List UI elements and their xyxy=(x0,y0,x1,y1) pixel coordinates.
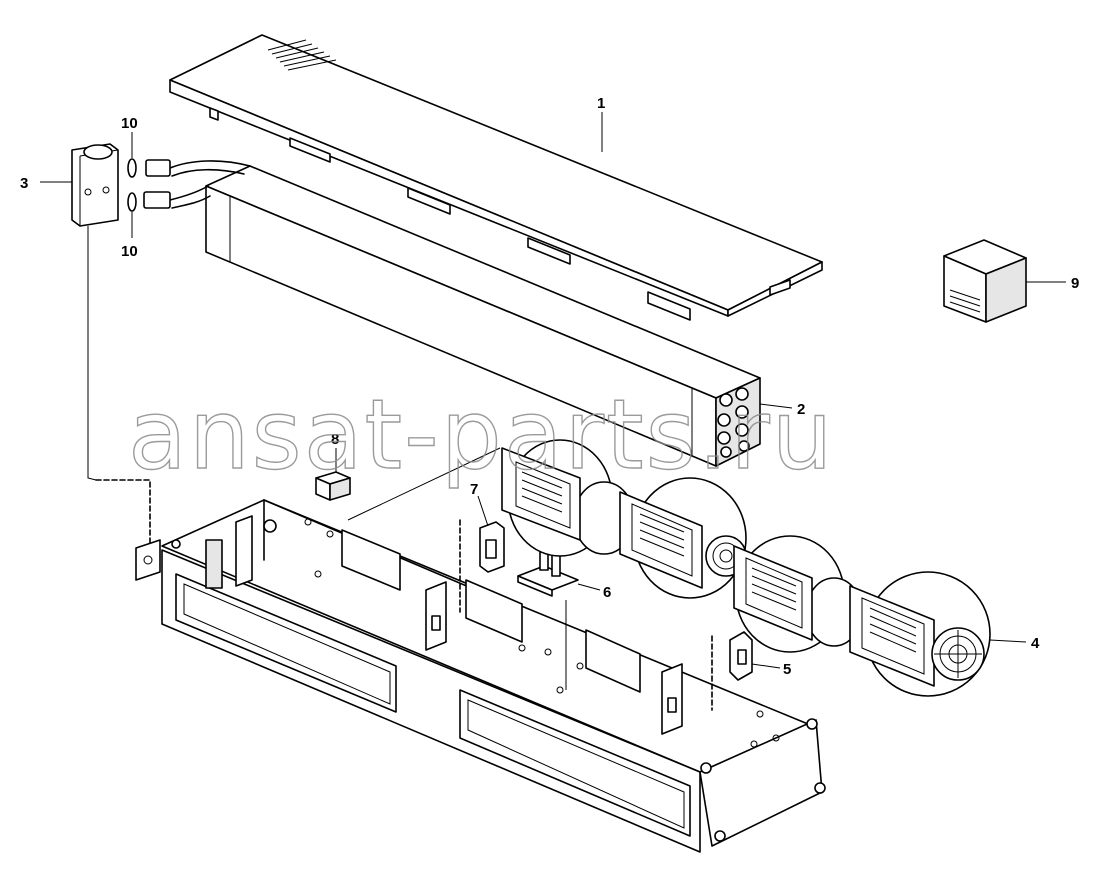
blower-3 xyxy=(733,535,863,653)
leader-lines xyxy=(40,112,1066,669)
callout-10-top: 10 xyxy=(121,115,138,132)
callout-1: 1 xyxy=(597,95,605,112)
callout-6: 6 xyxy=(603,584,611,601)
part-1-cover-panel xyxy=(169,34,823,321)
part-9-package-box xyxy=(943,239,1027,323)
callout-labels: 1 2 3 4 5 6 7 8 9 10 10 xyxy=(20,95,1079,678)
part-8-block xyxy=(315,471,351,501)
blower-2 xyxy=(619,477,747,599)
callout-7: 7 xyxy=(470,481,478,498)
part-3-valve xyxy=(71,143,119,227)
callout-10-bottom: 10 xyxy=(121,243,138,260)
callout-2: 2 xyxy=(797,401,805,418)
watermark-text: ansat-parts.ru xyxy=(128,379,835,491)
part-4-blower-fans xyxy=(501,439,991,697)
housing-frame xyxy=(161,499,826,853)
valve-wiring xyxy=(87,226,161,581)
part-7-connector xyxy=(459,519,505,613)
callout-8: 8 xyxy=(331,431,339,448)
callout-9: 9 xyxy=(1071,275,1079,292)
blower-4 xyxy=(849,571,991,697)
callout-4: 4 xyxy=(1031,635,1040,652)
part-2-heat-exchanger xyxy=(143,159,761,467)
part-6-relay xyxy=(517,547,579,597)
callout-5: 5 xyxy=(783,661,791,678)
part-5-connector xyxy=(711,631,753,711)
part-10-o-rings xyxy=(127,158,137,212)
blower-1 xyxy=(501,439,635,557)
callout-3: 3 xyxy=(20,175,28,192)
